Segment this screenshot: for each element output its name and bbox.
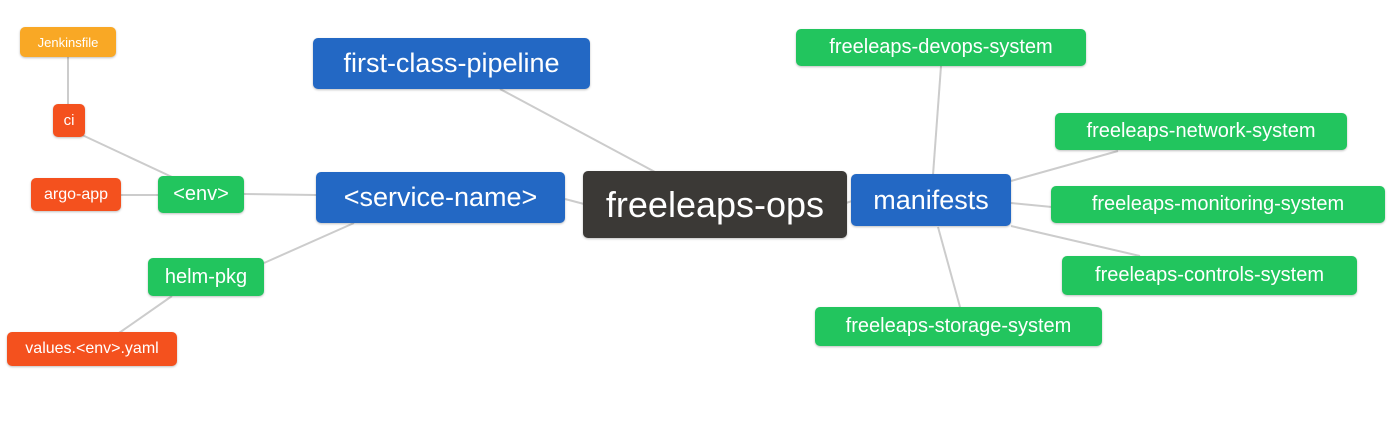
edge-ci-env (79, 133, 173, 178)
node-ci[interactable]: ci (53, 104, 85, 137)
edge-values-helm-pkg (118, 295, 173, 334)
node-freeleaps-devops-system[interactable]: freeleaps-devops-system (796, 29, 1086, 66)
node-service-name[interactable]: <service-name> (316, 172, 565, 223)
edge-manifests-monitoring (1010, 202, 1053, 208)
node-freeleaps-controls-system[interactable]: freeleaps-controls-system (1062, 256, 1357, 295)
edge-service-name-root (564, 198, 585, 205)
edge-manifests-devops (932, 65, 942, 176)
node-helm-pkg[interactable]: helm-pkg (148, 258, 264, 296)
node-argo-app[interactable]: argo-app (31, 178, 121, 211)
node-jenkinsfile[interactable]: Jenkinsfile (20, 27, 116, 57)
node-freeleaps-storage-system[interactable]: freeleaps-storage-system (815, 307, 1102, 346)
edge-manifests-controls (1010, 225, 1141, 257)
node-first-class-pipeline[interactable]: first-class-pipeline (313, 38, 590, 89)
edge-helm-pkg-service-name (263, 222, 355, 264)
edge-manifests-storage (937, 226, 961, 308)
node-values-env-yaml[interactable]: values.<env>.yaml (7, 332, 177, 366)
edge-pipeline-root (499, 88, 656, 173)
edge-env-service-name (243, 193, 317, 196)
node-manifests[interactable]: manifests (851, 174, 1011, 226)
node-freeleaps-ops-root[interactable]: freeleaps-ops (583, 171, 847, 238)
edge-manifests-network (1010, 150, 1119, 182)
node-freeleaps-monitoring-system[interactable]: freeleaps-monitoring-system (1051, 186, 1385, 223)
node-freeleaps-network-system[interactable]: freeleaps-network-system (1055, 113, 1347, 150)
node-env[interactable]: <env> (158, 176, 244, 213)
